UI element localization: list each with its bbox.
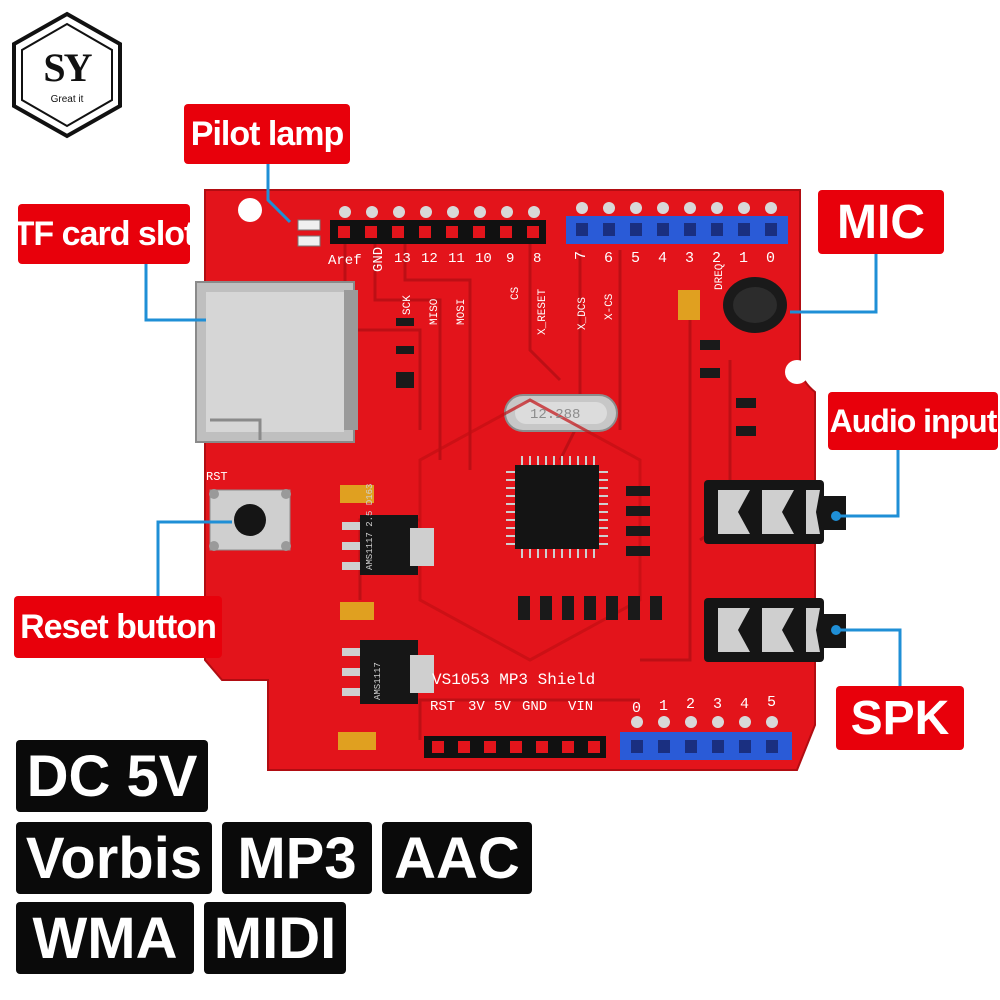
digital-label: 1 — [739, 250, 748, 267]
top-header-label: 13 — [394, 251, 411, 267]
rst-silk: RST — [206, 470, 228, 484]
top-header-label: 11 — [448, 251, 465, 267]
signal-label: X_DCS — [577, 297, 589, 330]
mount-hole — [238, 198, 262, 222]
reset-button-switch — [209, 489, 291, 551]
pilot-led — [297, 235, 321, 247]
analog-header — [620, 716, 792, 760]
badge-vorbis: Vorbis — [16, 822, 212, 894]
regulator — [342, 640, 434, 704]
logo-letters: SY — [43, 45, 92, 90]
signal-label: X_RESET — [537, 288, 549, 335]
speaker-jack — [704, 598, 846, 662]
analog-label: 1 — [659, 698, 668, 715]
top-header-label: 10 — [475, 251, 492, 267]
pilot-lamp-callout: Pilot lamp — [184, 104, 350, 164]
digital-label: 6 — [604, 250, 613, 267]
analog-label: 4 — [740, 696, 749, 713]
power-label: 5V — [494, 699, 511, 715]
signal-label: MOSI — [456, 299, 468, 325]
digital-label: 5 — [631, 250, 640, 267]
regulator — [342, 515, 434, 575]
crystal-marking: 12.288 — [530, 407, 580, 423]
analog-label: 2 — [686, 696, 695, 713]
digital-label: 4 — [658, 250, 667, 267]
reset-button-callout: Reset button — [14, 596, 222, 658]
signal-label: X-CS — [604, 293, 616, 320]
board-title: VS1053 MP3 Shield — [432, 671, 595, 689]
digital-label: 7 — [573, 251, 590, 260]
top-header-label: GND — [371, 247, 387, 272]
badge-mp3: MP3 — [222, 822, 372, 894]
badge-midi: MIDI — [204, 902, 346, 974]
spk-callout: SPK — [836, 686, 964, 750]
audio-input-jack — [704, 480, 846, 544]
power-label: VIN — [568, 699, 593, 715]
top-header-label: 8 — [533, 251, 541, 267]
signal-label: DREQ — [714, 263, 726, 290]
signal-label: SCK — [402, 295, 414, 315]
top-header-label: 12 — [421, 251, 438, 267]
pilot-led — [297, 219, 321, 231]
badge-dc-5v: DC 5V — [16, 740, 208, 812]
leader-lines — [144, 164, 902, 686]
power-header — [424, 736, 606, 758]
regulator-marking: AMS1117 2.5 D163 — [365, 484, 375, 570]
microphone — [723, 277, 787, 333]
badge-wma: WMA — [16, 902, 194, 974]
audio-input-callout: Audio input — [828, 392, 998, 450]
logo-subtitle: Great it — [50, 94, 84, 105]
signal-label: MISO — [429, 298, 441, 325]
power-label: GND — [522, 699, 547, 715]
power-label: RST — [430, 699, 455, 715]
top-header-label: Aref — [328, 253, 362, 269]
analog-label: 5 — [767, 694, 776, 711]
top-header-label: 9 — [506, 251, 514, 267]
tf-card-slot-callout: TF card slot — [14, 204, 195, 264]
digital-label: 3 — [685, 250, 694, 267]
badge-aac: AAC — [382, 822, 532, 894]
power-label: 3V — [468, 699, 485, 715]
digital-label: 2 — [712, 250, 721, 267]
analog-label: 3 — [713, 696, 722, 713]
mic-callout: MIC — [818, 190, 944, 254]
mount-hole — [785, 360, 809, 384]
brand-logo — [12, 11, 122, 139]
digital-label: 0 — [766, 250, 775, 267]
analog-label: 0 — [632, 700, 641, 717]
digital-header — [566, 202, 788, 244]
signal-label: CS — [510, 286, 522, 300]
regulator-marking: AMS1117 — [373, 662, 383, 700]
top-header — [330, 206, 546, 244]
tf-card-slot — [195, 281, 358, 443]
vs1053-chip — [506, 456, 608, 558]
